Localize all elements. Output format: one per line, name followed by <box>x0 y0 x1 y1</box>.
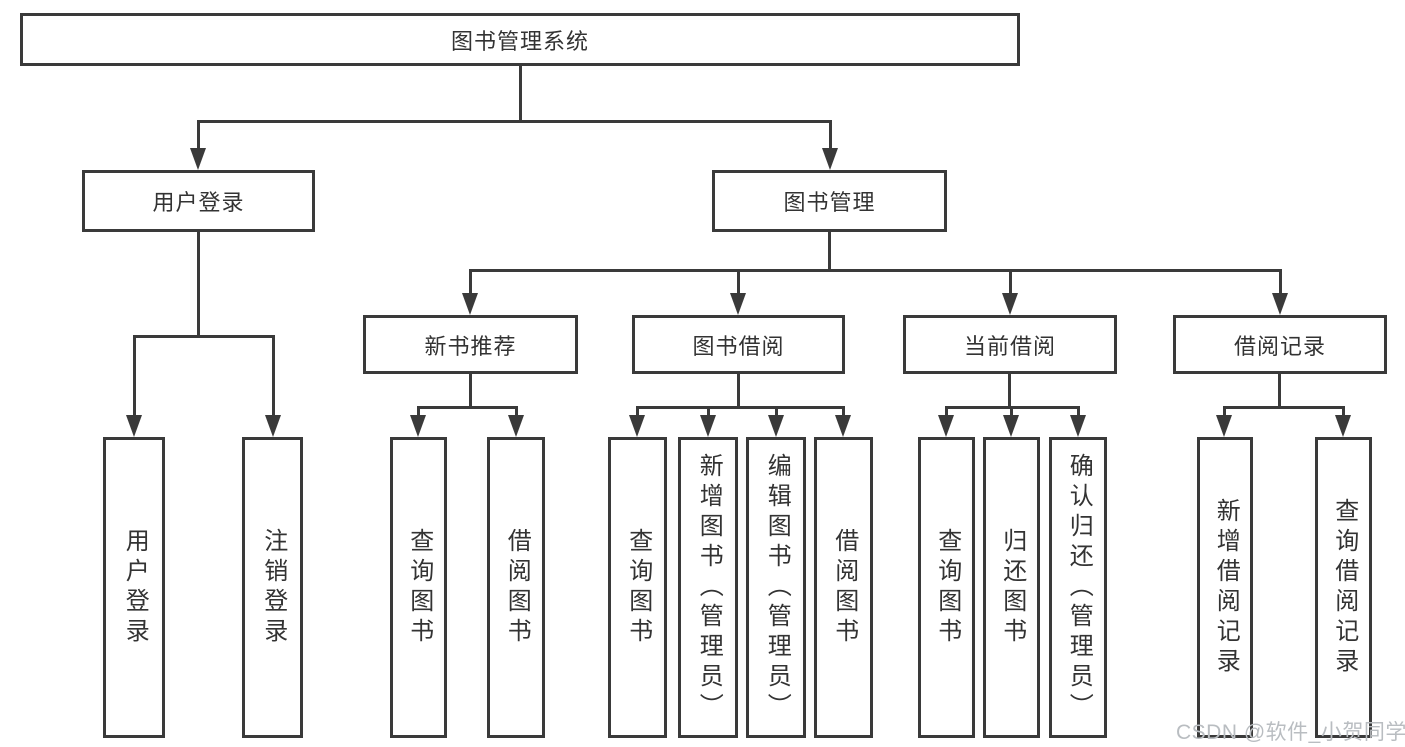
connector-line <box>417 406 518 409</box>
connector-line <box>417 406 420 417</box>
connector-line <box>469 269 1281 272</box>
node-label: 新增借阅记录 <box>1212 497 1240 678</box>
arrow-down-icon <box>768 415 784 437</box>
node-label: 确认归还（管理员） <box>1065 452 1093 723</box>
node-label: 新书推荐 <box>424 333 517 359</box>
node-label: 图书管理系统 <box>450 28 589 54</box>
node-label: 借阅图书 <box>503 527 531 648</box>
arrow-down-icon <box>700 415 716 437</box>
connector-line <box>1009 269 1012 295</box>
connector-line <box>133 335 136 417</box>
leaf-query-books-current: 查询图书 <box>918 437 975 738</box>
node-book-management: 图书管理 <box>712 170 947 232</box>
node-label: 图书管理 <box>783 190 876 215</box>
leaf-borrow-books-recommend: 借阅图书 <box>487 437 545 738</box>
connector-line <box>828 232 831 272</box>
connector-line <box>1077 406 1080 417</box>
node-label: 借阅记录 <box>1233 333 1326 359</box>
arrow-down-icon <box>265 415 281 437</box>
connector-line <box>945 406 948 417</box>
arrow-down-icon <box>1335 415 1351 437</box>
leaf-query-books-borrowing: 查询图书 <box>608 437 667 738</box>
arrow-down-icon <box>1272 293 1288 315</box>
connector-line <box>1342 406 1345 417</box>
node-borrowing-records: 借阅记录 <box>1173 315 1387 374</box>
arrow-down-icon <box>508 415 524 437</box>
arrow-down-icon <box>126 415 142 437</box>
leaf-logout: 注销登录 <box>242 437 303 738</box>
arrow-down-icon <box>1070 415 1086 437</box>
connector-line <box>775 406 778 417</box>
leaf-return-books: 归还图书 <box>983 437 1040 738</box>
connector-line <box>737 374 740 409</box>
arrow-down-icon <box>190 148 206 170</box>
connector-line <box>1008 374 1011 409</box>
watermark: CSDN @软件_小贺同学 <box>1176 721 1405 744</box>
connector-line <box>197 120 831 123</box>
connector-line <box>1278 374 1281 409</box>
connector-line <box>829 120 832 150</box>
node-current-borrowing: 当前借阅 <box>903 315 1117 374</box>
arrow-down-icon <box>1003 415 1019 437</box>
leaf-query-books-recommend: 查询图书 <box>390 437 447 738</box>
node-label: 编辑图书（管理员） <box>763 452 791 723</box>
arrow-down-icon <box>938 415 954 437</box>
node-label: 图书借阅 <box>692 333 785 359</box>
leaf-add-borrow-record: 新增借阅记录 <box>1197 437 1253 738</box>
node-book-borrowing: 图书借阅 <box>632 315 845 374</box>
connector-line <box>1010 406 1013 417</box>
node-label: 用户登录 <box>152 190 245 215</box>
connector-line <box>519 66 522 122</box>
node-label: 注销登录 <box>259 527 287 648</box>
connector-line <box>1223 406 1226 417</box>
arrow-down-icon <box>1002 293 1018 315</box>
arrow-down-icon <box>730 293 746 315</box>
connector-line <box>272 335 275 417</box>
leaf-borrow-books-borrowing: 借阅图书 <box>814 437 873 738</box>
connector-line <box>636 406 639 417</box>
node-label: 借阅图书 <box>830 527 858 648</box>
arrow-down-icon <box>410 415 426 437</box>
connector-line <box>469 269 472 295</box>
node-book-management-system: 图书管理系统 <box>20 13 1020 66</box>
node-label: 用户登录 <box>121 527 149 648</box>
leaf-query-borrow-record: 查询借阅记录 <box>1315 437 1372 738</box>
node-label: 归还图书 <box>998 527 1026 648</box>
node-user-login: 用户登录 <box>82 170 315 232</box>
leaf-confirm-return-admin: 确认归还（管理员） <box>1049 437 1107 738</box>
leaf-user-login: 用户登录 <box>103 437 165 738</box>
node-label: 查询借阅记录 <box>1330 497 1358 678</box>
node-new-book-recommendation: 新书推荐 <box>363 315 578 374</box>
node-label: 查询图书 <box>624 527 652 648</box>
leaf-add-book-admin: 新增图书（管理员） <box>678 437 738 738</box>
connector-line <box>197 120 200 150</box>
connector-line <box>197 232 200 338</box>
arrow-down-icon <box>1216 415 1232 437</box>
arrow-down-icon <box>835 415 851 437</box>
connector-line <box>1279 269 1282 295</box>
connector-line <box>636 406 845 409</box>
node-label: 新增图书（管理员） <box>695 452 723 723</box>
arrow-down-icon <box>462 293 478 315</box>
node-label: 查询图书 <box>405 527 433 648</box>
arrow-down-icon <box>629 415 645 437</box>
connector-line <box>133 335 275 338</box>
leaf-edit-book-admin: 编辑图书（管理员） <box>746 437 806 738</box>
connector-line <box>737 269 740 295</box>
connector-line <box>1223 406 1345 409</box>
connector-line <box>842 406 845 417</box>
connector-line <box>515 406 518 417</box>
connector-line <box>469 374 472 409</box>
node-label: 当前借阅 <box>963 333 1056 359</box>
node-label: 查询图书 <box>933 527 961 648</box>
arrow-down-icon <box>822 148 838 170</box>
connector-line <box>707 406 710 417</box>
